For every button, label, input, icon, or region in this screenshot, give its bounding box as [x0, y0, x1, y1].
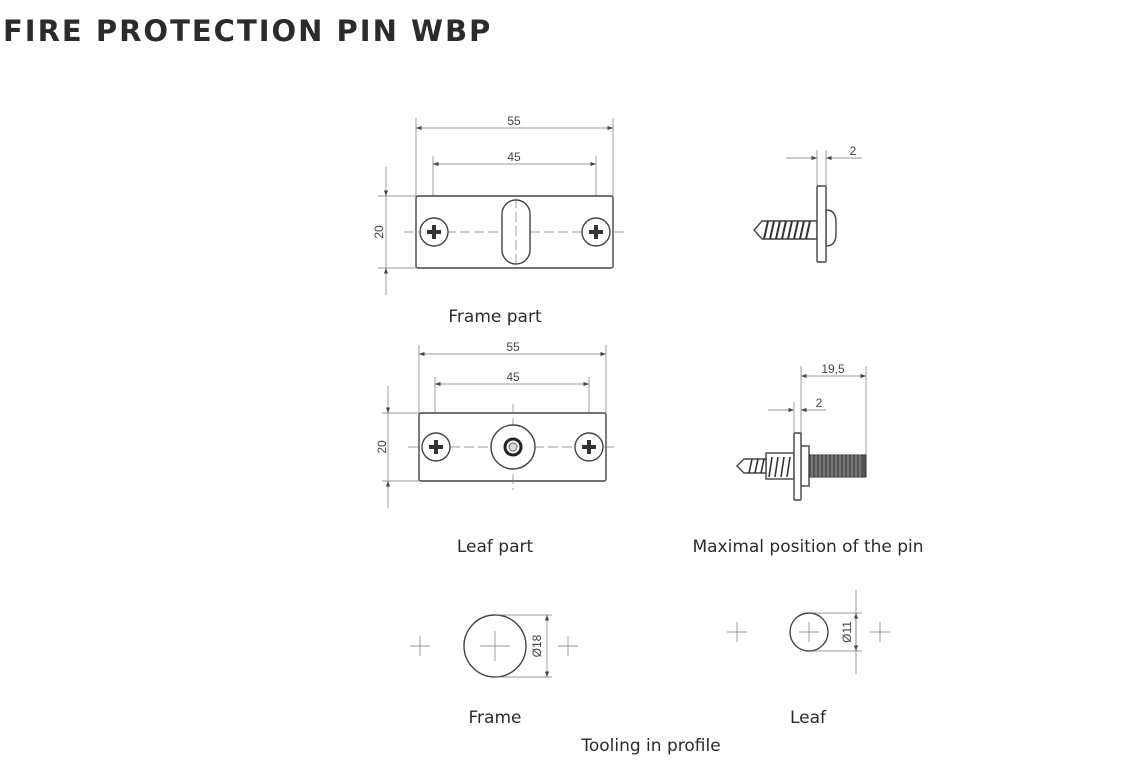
- frame-dim-55: 55: [507, 114, 521, 128]
- frame-dim-20: 20: [372, 225, 386, 239]
- tooling-caption: Tooling in profile: [580, 736, 720, 756]
- frame-dim-45: 45: [507, 150, 521, 164]
- leaf-part-drawing: 55 45 20 Leaf part: [375, 340, 616, 557]
- tooling-leaf: Ø11 Leaf: [727, 590, 890, 728]
- frame-side-dim-2: 2: [850, 144, 857, 158]
- leaf-tooling-dim: Ø11: [840, 621, 854, 643]
- frame-part-drawing: 55 45 20 Frame part: [372, 114, 625, 327]
- frame-part-label: Frame part: [448, 307, 542, 327]
- frame-side-view: 2: [753, 144, 862, 263]
- leaf-dim-45: 45: [506, 370, 520, 384]
- max-position-label: Maximal position of the pin: [692, 537, 923, 557]
- leaf-dim-55: 55: [506, 340, 520, 354]
- page-title: FIRE PROTECTION PIN WBP: [3, 14, 493, 48]
- max-dim-19-5: 19,5: [821, 362, 845, 376]
- leaf-part-label: Leaf part: [457, 537, 534, 557]
- frame-tooling-dim: Ø18: [530, 634, 544, 657]
- tooling-leaf-label: Leaf: [790, 708, 827, 728]
- leaf-dim-20: 20: [375, 440, 389, 454]
- tooling-frame-label: Frame: [469, 708, 522, 728]
- max-dim-2: 2: [816, 396, 823, 410]
- max-position-view: 19,5 2 Maximal position of the pin: [692, 362, 923, 557]
- tooling-frame: Ø18 Frame: [410, 614, 578, 728]
